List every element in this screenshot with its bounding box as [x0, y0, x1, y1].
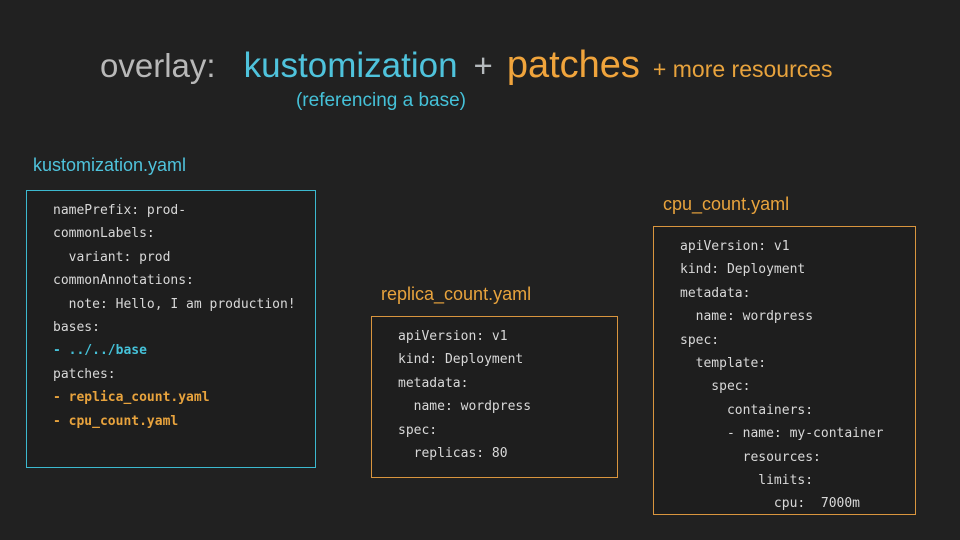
code-line: spec: — [398, 422, 438, 438]
code-line-cpu-patch-ref: - cpu_count.yaml — [53, 413, 179, 429]
code-line: metadata: — [398, 375, 469, 391]
title-patches: patches — [506, 44, 640, 86]
code-line: apiVersion: v1 — [680, 239, 790, 254]
code-line: replicas: 80 — [398, 446, 508, 462]
code-box-kustomization: namePrefix: prod- commonLabels: variant:… — [26, 190, 316, 468]
code-line: commonAnnotations: — [53, 273, 194, 289]
code-line: spec: — [680, 379, 751, 395]
title-subtitle: (referencing a base) — [295, 90, 467, 111]
code-line: - name: my-container — [680, 426, 884, 442]
code-line: namePrefix: prod- — [53, 203, 187, 218]
panel-label-replica-count: replica_count.yaml — [381, 284, 532, 304]
code-line: kind: Deployment — [398, 352, 524, 368]
code-line: name: wordpress — [680, 309, 814, 325]
code-line: patches: — [53, 366, 116, 382]
code-line: name: wordpress — [398, 399, 532, 415]
code-line: bases: — [53, 320, 100, 336]
code-line: spec: — [680, 332, 720, 348]
code-line: commonLabels: — [53, 226, 155, 242]
code-line-base-ref: - ../../base — [53, 343, 147, 359]
title-plus: + — [473, 47, 493, 84]
code-line: cpu: 7000m — [680, 496, 861, 512]
code-line: template: — [680, 356, 767, 372]
slide-title: overlay: kustomization + patches + more … — [100, 44, 833, 87]
title-overlay: overlay: — [100, 47, 216, 84]
code-box-cpu-count: apiVersion: v1 kind: Deployment metadata… — [653, 226, 916, 515]
code-line: metadata: — [680, 285, 751, 301]
code-line: apiVersion: v1 — [398, 329, 508, 344]
title-kustomization: kustomization — [243, 46, 458, 85]
code-box-replica-count: apiVersion: v1 kind: Deployment metadata… — [371, 316, 618, 478]
code-line: note: Hello, I am production! — [53, 296, 296, 312]
panel-label-kustomization: kustomization.yaml — [33, 155, 187, 175]
code-line: kind: Deployment — [680, 262, 806, 278]
code-line: resources: — [680, 449, 821, 465]
code-line: limits: — [680, 473, 814, 489]
code-line: containers: — [680, 402, 814, 418]
code-line-replica-patch-ref: - replica_count.yaml — [53, 390, 210, 406]
title-more-resources: + more resources — [652, 56, 833, 82]
code-line: variant: prod — [53, 249, 171, 265]
panel-label-cpu-count: cpu_count.yaml — [663, 194, 790, 214]
